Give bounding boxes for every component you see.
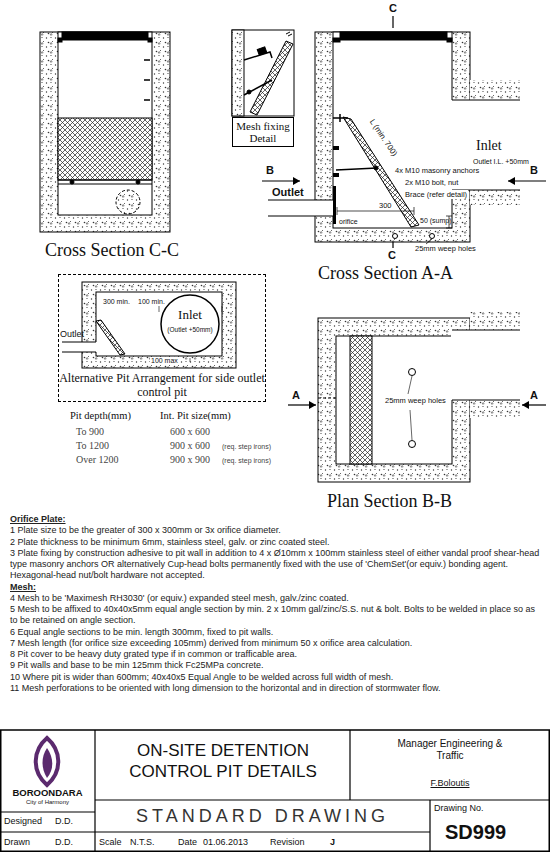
callout: Brace (refer detail)	[404, 190, 468, 199]
callout: Outlet I.L. +50mm	[473, 158, 529, 166]
view-title: Alternative Pit Arrangement for side out…	[59, 372, 265, 400]
inlet-pipe-circle: Inlet (Outlet +50mm)	[159, 293, 221, 355]
approver-name: F.Boloutis	[380, 778, 520, 789]
circle-outline	[159, 293, 221, 355]
note: 6 Equal angle sections to be min. length…	[10, 627, 542, 638]
callout: orifice	[339, 218, 358, 226]
note: 3 Plate fixing by construction adhesive …	[10, 548, 542, 582]
drawing-title: ON-SITE DETENTION CONTROL PIT DETAILS	[108, 740, 338, 783]
table-note: (req. step irons)	[222, 443, 271, 451]
view-title: Plan Section B-B	[327, 491, 452, 513]
table-cell: 600 x 600	[170, 426, 210, 438]
notes-heading: Orifice Plate:	[10, 514, 542, 525]
section-mark: C	[388, 249, 396, 262]
alternative-pit-frame: Alternative Pit Arrangement for side out…	[58, 274, 266, 402]
table-header: Int. Pit size(mm)	[160, 410, 231, 423]
callout: 2x M10 bolt, nut	[404, 178, 459, 187]
drawing-type: STANDARD DRAWING	[95, 806, 430, 828]
table-cell: 900 x 900	[170, 454, 210, 466]
field-value: D.D.	[55, 837, 73, 848]
pipe-label: Inlet	[159, 307, 221, 323]
callout: 25mm weep holes	[415, 244, 476, 253]
field-label: Revision	[270, 837, 305, 848]
table-cell: 900 x 600	[170, 440, 210, 452]
field-label: Drawn	[4, 837, 30, 848]
table-cell: Over 1200	[76, 454, 119, 466]
approval-title: Manager Engineering & Traffic	[390, 738, 510, 762]
section-mark: A	[530, 389, 538, 402]
section-mark: B	[530, 164, 538, 177]
field-value: D.D.	[55, 816, 73, 827]
section-mark: C	[389, 2, 397, 15]
dimension: 300	[378, 201, 393, 210]
table-cell: To 900	[76, 426, 104, 438]
field-value: N.T.S.	[130, 837, 155, 848]
table-note: (req. step irons)	[222, 457, 271, 465]
dimension: 100 min.	[138, 298, 165, 306]
dimension: 100 max	[150, 357, 179, 365]
section-mark: B	[266, 164, 274, 177]
note: 5 Mesh to be affixed to 40x40x5mm equal …	[10, 604, 542, 627]
detail-title: Mesh fixing Detail	[234, 120, 292, 144]
note: 10 Where pit is wider than 600mm; 40x40x…	[10, 672, 542, 683]
note: 11 Mesh perforations to be oriented with…	[10, 683, 542, 694]
field-label: Scale	[99, 837, 122, 848]
pipe-level-note: (Outlet +50mm)	[159, 326, 221, 334]
logo-text: BOROONDARA	[4, 787, 91, 798]
drawing-number: SD999	[445, 820, 506, 844]
part-label: Outlet	[272, 186, 304, 198]
field-value: 01.06.2013	[203, 837, 248, 848]
callout: 25mm weep holes	[384, 396, 447, 405]
detail-caption-box: Mesh fixing Detail	[232, 117, 294, 147]
view-title: Cross Section A-A	[318, 263, 453, 285]
notes-heading: Mesh:	[10, 582, 542, 593]
section-mark: A	[292, 389, 300, 402]
table-cell: To 1200	[76, 440, 109, 452]
note: 8 Pit cover to be heavy duty grated type…	[10, 649, 542, 660]
field-label: Drawing No.	[434, 803, 484, 814]
note: 9 Pit walls and base to be min 125mm thi…	[10, 660, 542, 671]
dimension: 300 min.	[103, 298, 130, 306]
field-label: Date	[178, 837, 197, 848]
note: 2 Plate thickness to be minimum 6mm, sta…	[10, 537, 542, 548]
part-label: Inlet	[476, 138, 502, 155]
note: 4 Mesh to be 'Maximesh RH3030' (or equiv…	[10, 593, 542, 604]
note: 1 Plate size to be the greater of 300 x …	[10, 525, 542, 536]
dimension: 50 (sump)	[420, 217, 452, 225]
field-label: Designed	[4, 816, 42, 827]
part-label: Outlet	[60, 329, 84, 340]
view-title: Cross Section C-C	[45, 240, 179, 262]
field-value: J	[330, 837, 335, 848]
callout: 4x M10 masonry anchors	[394, 166, 480, 175]
note: 7 Mesh length (for orifice size exceedin…	[10, 638, 542, 649]
logo-tagline: City of Harmony	[4, 799, 91, 806]
table-header: Pit depth(mm)	[70, 410, 131, 423]
